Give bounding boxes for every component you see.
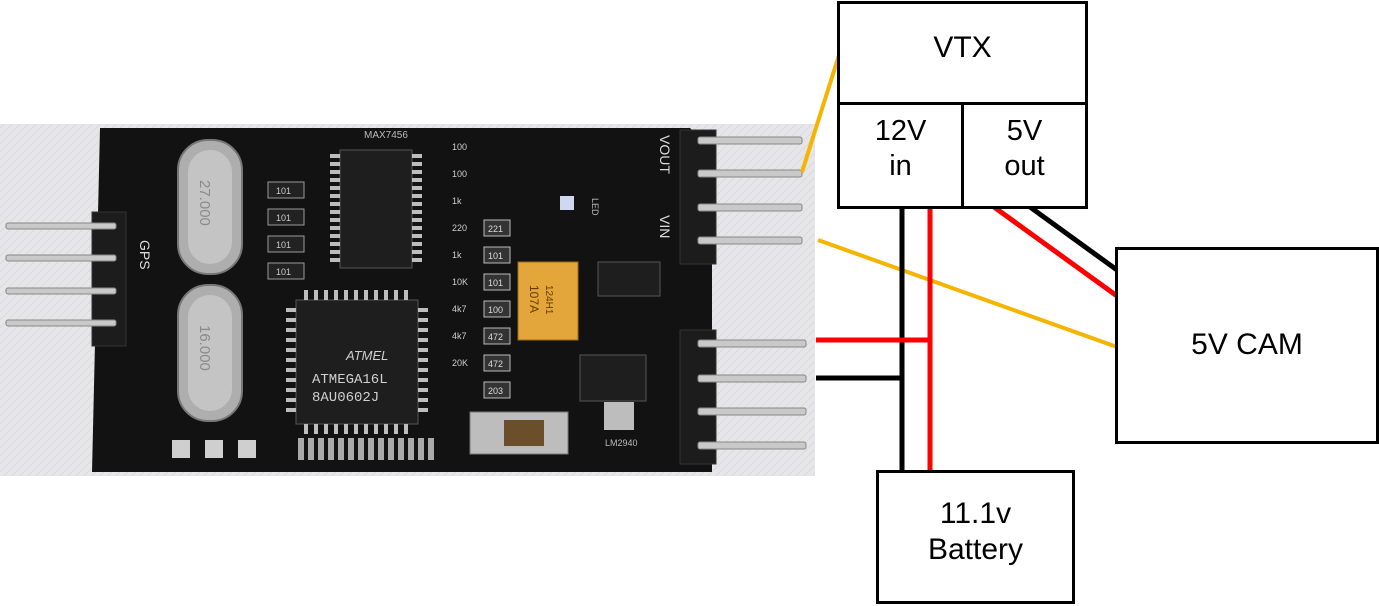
mcu-pins: [286, 290, 428, 434]
smd-resistor-label: 101: [488, 278, 503, 288]
small-regulator: [597, 261, 661, 297]
osd-chip-label: MAX7456: [364, 130, 408, 141]
resistor-array: 101 101 101 101: [267, 181, 305, 280]
smd-resistor: 100: [483, 300, 511, 318]
resistor-label: 101: [276, 186, 291, 196]
cap-line-1: 107A: [527, 285, 541, 313]
vtx-5v-out-port: [961, 102, 1088, 209]
vtx-12v-in-label: 12V in: [874, 115, 927, 182]
osd-chip: [339, 149, 413, 269]
smd-resistor-label: 472: [488, 359, 503, 369]
camera-box: [1115, 247, 1379, 444]
power-pins: [697, 339, 807, 450]
vtx-5v-out-label: 5V out: [1004, 115, 1045, 182]
vtx-label: VTX: [933, 31, 992, 64]
vin-label: VIN: [657, 215, 673, 238]
smd-resistor: 221: [483, 219, 511, 237]
crystal-top: 27.000: [177, 139, 243, 275]
voltage-regulator: [579, 354, 647, 402]
video-in-wire: [817, 238, 1118, 349]
smd-left-labels: 100 100 1k 220 1k 10K 4k7 4k7 20K: [452, 142, 468, 368]
video-out-wire: [800, 51, 842, 173]
smd-resistor-label: 203: [488, 386, 503, 396]
resistor: 101: [267, 208, 305, 226]
battery-label: 11.1v Battery: [927, 497, 1024, 566]
resistor: 101: [267, 235, 305, 253]
crystal-bottom: 16.000: [177, 284, 243, 422]
resistor-label: 101: [276, 213, 291, 223]
silkscreen-label: 4k7: [452, 331, 467, 341]
smd-resistor: 203: [483, 381, 511, 399]
crystal-top-label: 27.000: [196, 180, 213, 226]
silkscreen-label: 4k7: [452, 304, 467, 314]
smd-resistor-label: 101: [488, 251, 503, 261]
battery-box: [876, 470, 1075, 604]
silkscreen-label: 220: [452, 223, 467, 233]
push-button-cap: [504, 420, 544, 446]
resistor: 101: [267, 262, 305, 280]
mcu-line-1: ATMEGA16L: [312, 372, 388, 388]
gps-pins: [5, 222, 117, 327]
bottom-pads: [172, 440, 256, 458]
cam-ground-wire: [1028, 204, 1119, 273]
bottom-header-row: [298, 438, 434, 460]
mcu-chip: [295, 299, 419, 425]
silkscreen-label: 20K: [452, 358, 468, 368]
smd-right-column: 221 101 101 100 472 472 203: [483, 219, 511, 399]
cam-positive-wire: [992, 204, 1119, 299]
regulator-tab: [604, 402, 634, 430]
resistor: 101: [267, 181, 305, 199]
smd-resistor-label: 100: [488, 305, 503, 315]
smd-resistor: 101: [483, 246, 511, 264]
silkscreen-label: 1k: [452, 250, 462, 260]
smd-resistor: 101: [483, 273, 511, 291]
vtx-box: [837, 1, 1088, 105]
video-pins: [697, 136, 803, 245]
led-label: LED: [590, 198, 600, 216]
smd-resistor: 472: [483, 327, 511, 345]
resistor-label: 101: [276, 267, 291, 277]
tantalum-capacitor: [517, 261, 579, 341]
smd-resistor-label: 472: [488, 332, 503, 342]
silkscreen-label: 10K: [452, 277, 468, 287]
mcu-line-2: 8AU0602J: [312, 390, 379, 406]
smd-resistor-label: 221: [488, 224, 503, 234]
smd-resistor: 472: [483, 354, 511, 372]
crystal-bottom-label: 16.000: [196, 325, 213, 371]
mcu-brand: ATMEL: [345, 348, 388, 363]
vout-label: VOUT: [657, 135, 673, 174]
resistor-label: 101: [276, 240, 291, 250]
silkscreen-label: 100: [452, 142, 467, 152]
osd-chip-pins: [330, 154, 422, 262]
camera-label: 5V CAM: [1191, 328, 1303, 361]
silkscreen-label: 1k: [452, 196, 462, 206]
silkscreen-label: 100: [452, 169, 467, 179]
status-led: [560, 196, 574, 210]
gps-label: GPS: [137, 240, 153, 270]
regulator-label: LM2940: [605, 438, 638, 448]
cap-line-2: 124H1: [543, 285, 554, 315]
